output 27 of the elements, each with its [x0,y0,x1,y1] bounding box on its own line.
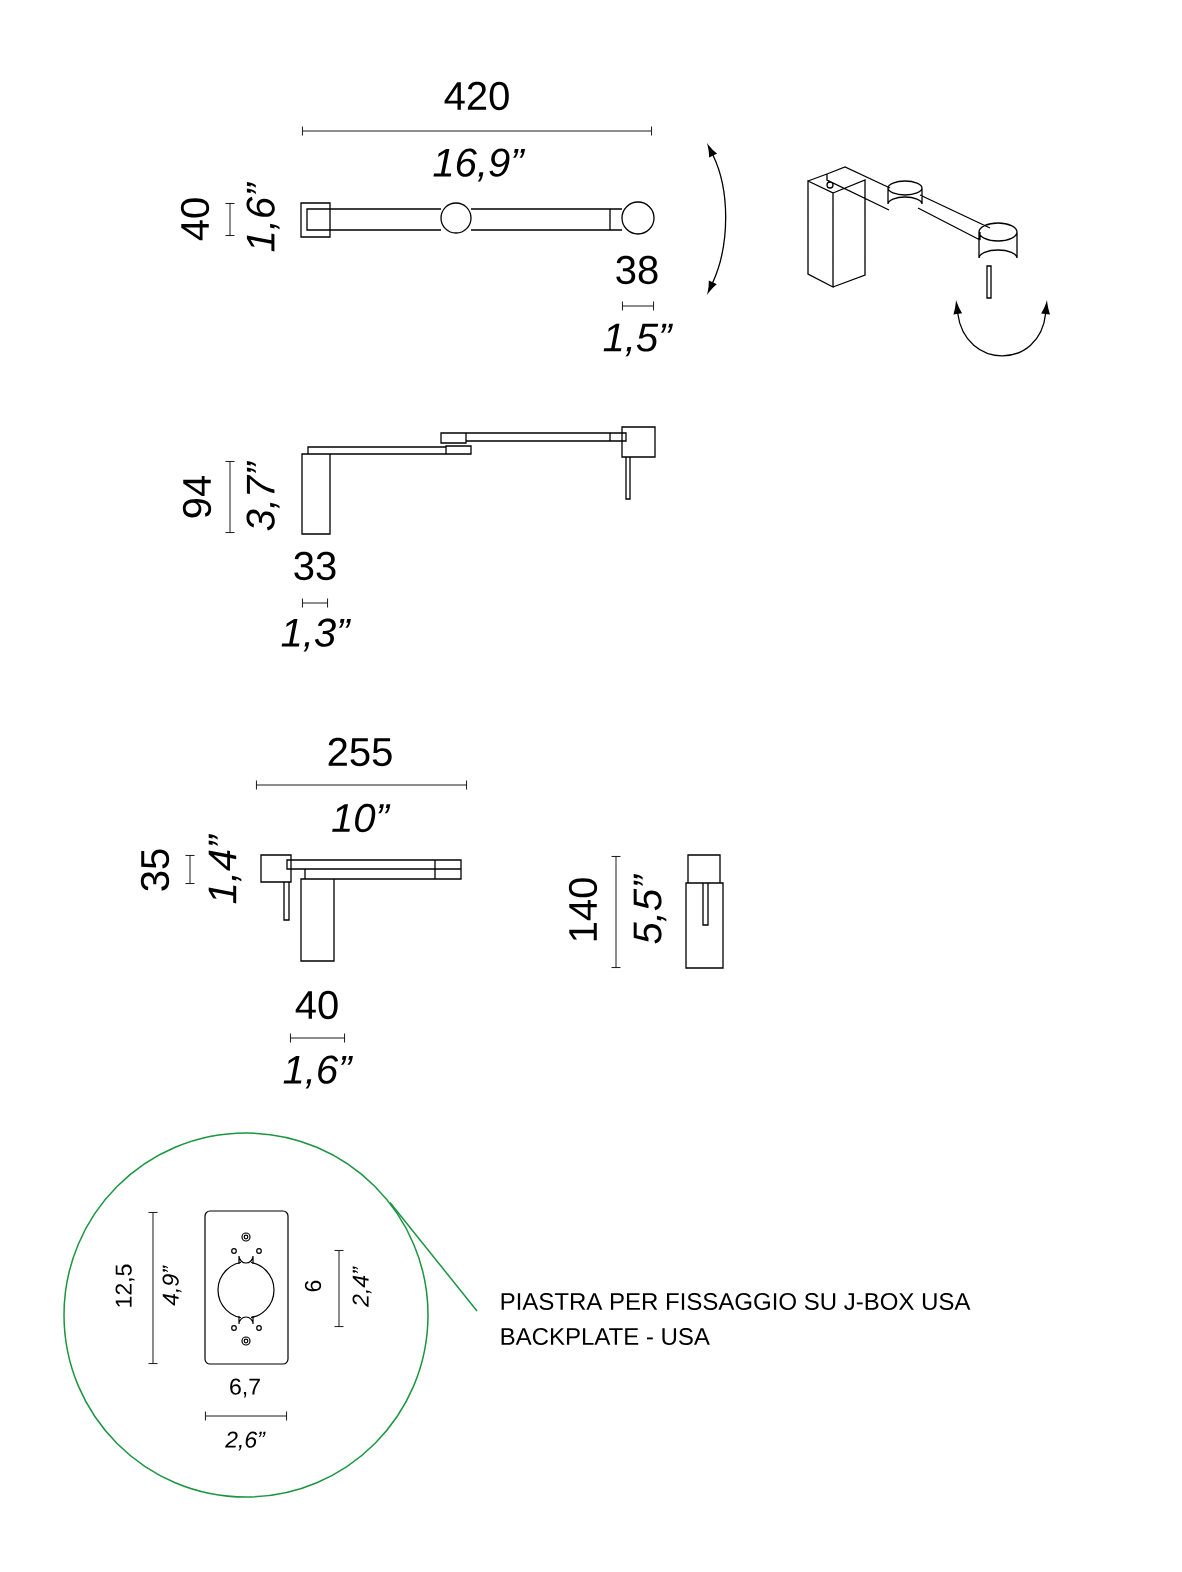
dimension-label: 40 [180,198,210,241]
dimension-label: 16,9” [433,148,526,182]
callout-text: PIASTRA PER FISSAGGIO SU J-BOX USA BACKPLATE - USA [501,1293,971,1345]
dimension-label: 4,9” [162,1265,182,1306]
dimension-label: 38 [616,255,658,285]
dimension-label: 3,7” [246,461,280,531]
dimension-label: 10” [332,803,391,833]
dimension-label: 2,4” [352,1266,372,1307]
dimension-label: 6,7 [230,1378,260,1398]
dimension-label: 140 [568,878,598,941]
dimension-label: 1,6” [283,1055,353,1089]
dimension-label: 255 [328,737,392,767]
dimension-label: 1,4” [208,834,242,904]
dimension-label: 35 [140,849,170,891]
dimension-label: 6 [304,1280,322,1292]
dimension-label: 420 [444,81,509,111]
dimension-label: 1,5” [603,323,673,357]
dimension-label: 33 [294,551,336,581]
detail-circle [63,1132,429,1498]
dimension-label: 12,5 [115,1264,135,1307]
leader-line [389,1201,478,1312]
dimension-label: 5,5” [633,874,667,944]
dimension-label: 1,6” [246,182,280,252]
dimension-label: 40 [295,990,338,1020]
dimension-label: 1,3” [281,618,351,652]
dimension-label: 94 [182,475,212,518]
dimension-label: 2,6” [225,1431,266,1451]
